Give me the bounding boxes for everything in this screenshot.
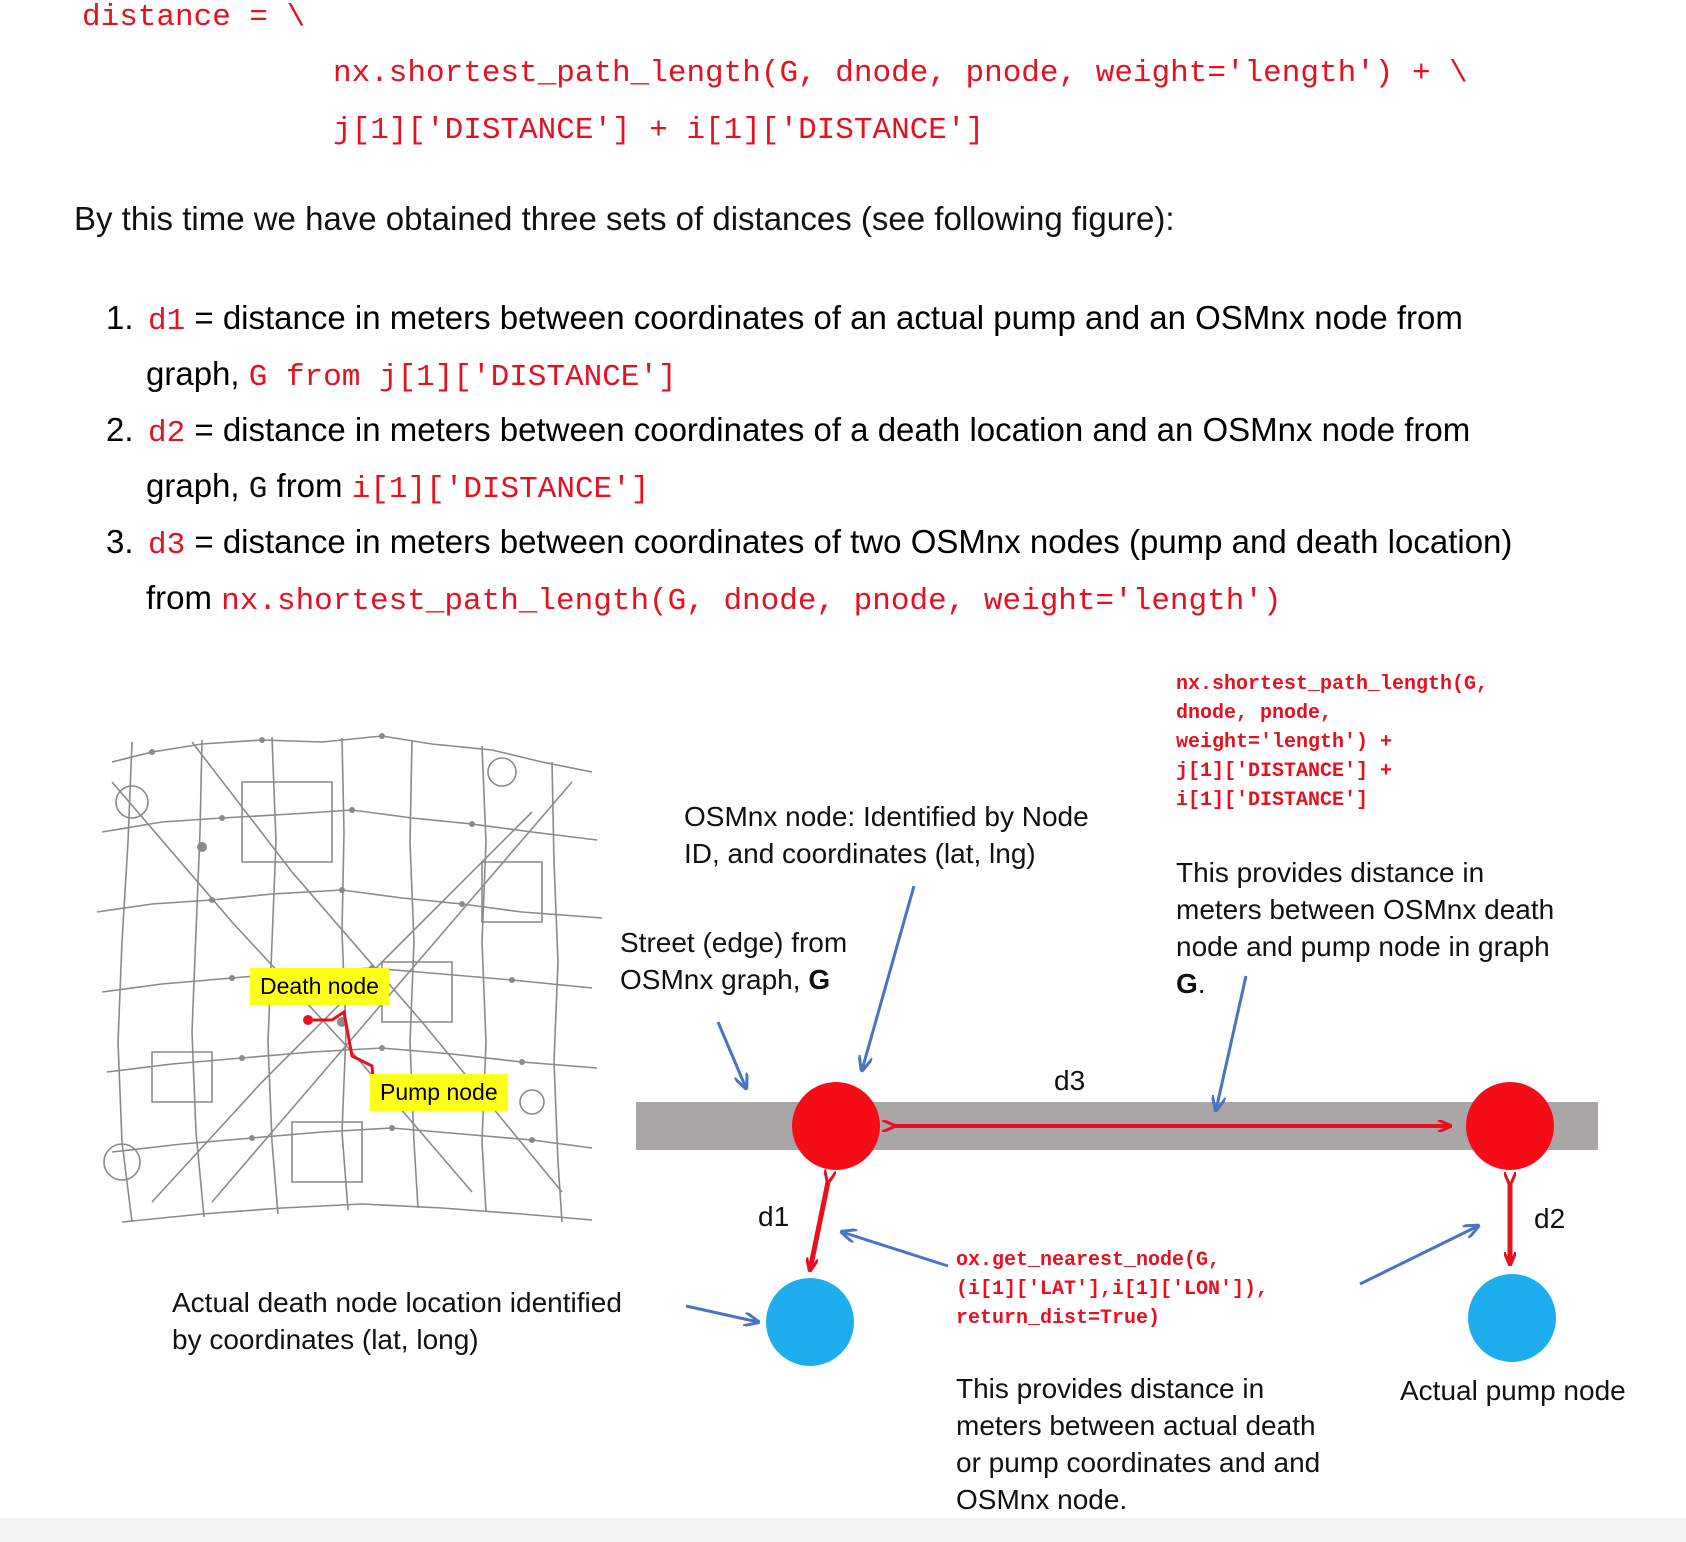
- code-line-1: distance = \: [82, 0, 306, 35]
- list-text-b: from: [146, 579, 222, 616]
- graph-distance-pointer: [1216, 975, 1248, 1110]
- code-box-line: (i[1]['LAT'],i[1]['LON']),: [956, 1278, 1269, 1301]
- list-number: 2.: [106, 411, 134, 448]
- d2-label: d2: [1534, 1203, 1566, 1234]
- graph-g-bold: G: [808, 964, 831, 995]
- list-code-d1: d1: [148, 304, 186, 339]
- label-period: .: [1197, 968, 1206, 999]
- code-box-line: weight='length') +: [1176, 731, 1393, 754]
- code-box-line: j[1]['DISTANCE'] +: [1176, 760, 1393, 783]
- list-code-d3: d3: [148, 528, 186, 563]
- label-line: Street (edge) from: [620, 927, 848, 958]
- graph-distance-label: This provides distance in meters between…: [1176, 854, 1554, 1002]
- street-edge-label: Street (edge) from OSMnx graph, G: [620, 924, 847, 998]
- code-line-3: j[1]['DISTANCE'] + i[1]['DISTANCE']: [333, 113, 985, 148]
- osmnx-pump-node: [1466, 1082, 1554, 1170]
- list-code-d2: d2: [148, 416, 186, 451]
- actual-pump-node: [1468, 1274, 1556, 1362]
- actual-pump-label: Actual pump node: [1400, 1375, 1626, 1406]
- list-code-g: G: [248, 472, 268, 507]
- osmnx-node-label: OSMnx node: Identified by Node ID, and c…: [684, 798, 1089, 872]
- code-box-line: ox.get_nearest_node(G,: [956, 1249, 1221, 1272]
- list-code-b: G from j[1]['DISTANCE']: [248, 360, 677, 395]
- list-item: 3. d3 = distance in meters between coord…: [106, 514, 1676, 626]
- map-path-red: [308, 1009, 376, 1089]
- list-code-b: i[1]['DISTANCE']: [351, 472, 650, 507]
- code-line-2: nx.shortest_path_length(G, dnode, pnode,…: [333, 56, 1468, 91]
- list-code-b: nx.shortest_path_length(G, dnode, pnode,…: [221, 584, 1282, 619]
- nearest-node-pointer-left: [842, 1232, 949, 1268]
- label-line: meters between OSMnx death: [1176, 894, 1555, 925]
- list-text: = distance in meters between coordinates…: [185, 299, 1463, 336]
- list-text-c: from: [267, 467, 352, 504]
- list-item: 2. d2 = distance in meters between coord…: [106, 402, 1666, 514]
- label-line: This provides distance in: [956, 1373, 1265, 1404]
- d1-label: d1: [758, 1201, 790, 1232]
- osmnx-death-node: [792, 1082, 880, 1170]
- list-text: = distance in meters between coordinates…: [185, 523, 1513, 560]
- label-line: This provides distance in: [1176, 857, 1485, 888]
- actual-distance-label: This provides distance in meters between…: [956, 1370, 1320, 1518]
- list-text: = distance in meters between coordinates…: [185, 411, 1471, 448]
- street-map-image: [96, 733, 603, 1223]
- code-box-line: return_dist=True): [956, 1307, 1161, 1330]
- list-item: 1. d1 = distance in meters between coord…: [106, 290, 1666, 402]
- actual-death-pointer: [685, 1304, 758, 1322]
- actual-death-node: [766, 1278, 854, 1366]
- code-box-shortest-path: nx.shortest_path_length(G, dnode, pnode,…: [1176, 670, 1488, 815]
- list-number: 3.: [106, 523, 134, 560]
- intro-paragraph: By this time we have obtained three sets…: [74, 200, 1175, 237]
- death-node-tag: Death node: [250, 968, 389, 1005]
- page-bottom-band: [0, 1518, 1686, 1542]
- osmnx-node-pointer: [862, 885, 916, 1070]
- graph-g-bold: G: [1176, 968, 1198, 999]
- actual-death-label: Actual death node location identified by…: [172, 1284, 622, 1358]
- code-box-line: i[1]['DISTANCE']: [1176, 789, 1369, 812]
- d1-arrow: [810, 1182, 828, 1270]
- label-line: Actual death node location identified: [172, 1287, 622, 1318]
- code-box-line: dnode, pnode,: [1176, 702, 1333, 725]
- label-line: OSMnx graph,: [620, 964, 809, 995]
- map-death-dot: [303, 1015, 313, 1025]
- code-box-nearest-node: ox.get_nearest_node(G, (i[1]['LAT'],i[1]…: [956, 1246, 1268, 1333]
- list-text-b: graph,: [146, 355, 249, 392]
- label-line: node and pump node in graph: [1176, 931, 1550, 962]
- label-line: ID, and coordinates (lat, lng): [684, 838, 1036, 869]
- label-line: OSMnx node.: [956, 1484, 1128, 1515]
- label-line: OSMnx node: Identified by Node: [684, 801, 1089, 832]
- street-pointer: [716, 1021, 746, 1088]
- d3-label: d3: [1054, 1065, 1086, 1096]
- list-number: 1.: [106, 299, 134, 336]
- street-network: [96, 735, 603, 1223]
- label-line: meters between actual death: [956, 1410, 1316, 1441]
- label-line: or pump coordinates and and: [956, 1447, 1321, 1478]
- code-box-line: nx.shortest_path_length(G,: [1176, 673, 1489, 696]
- list-text-b: graph,: [146, 467, 249, 504]
- label-line: by coordinates (lat, long): [172, 1324, 479, 1355]
- pump-node-tag: Pump node: [370, 1074, 508, 1111]
- nearest-node-pointer-right: [1359, 1226, 1478, 1286]
